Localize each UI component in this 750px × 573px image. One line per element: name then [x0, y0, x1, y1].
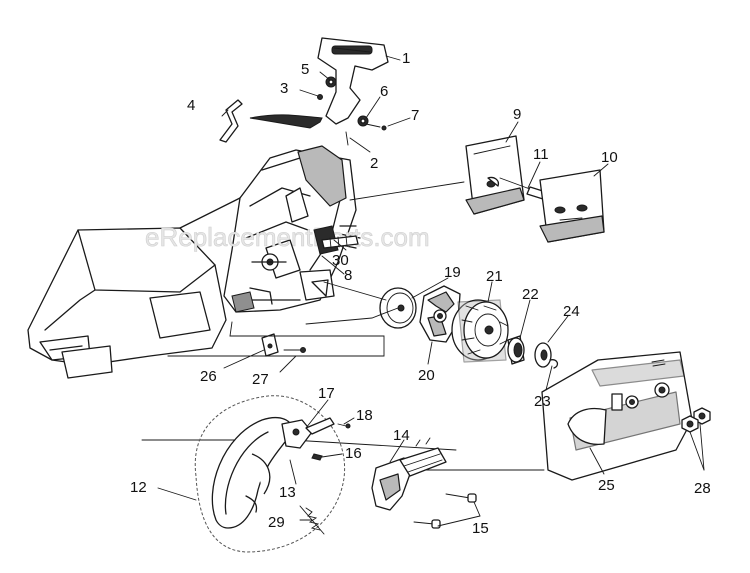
part-4-hook [219, 99, 323, 143]
part-22-bearing [507, 335, 525, 365]
callout-26: 26 [200, 368, 217, 385]
callout-17: 17 [318, 385, 335, 402]
callout-10: 10 [601, 149, 618, 166]
part-20-clutch [419, 285, 461, 343]
callout-3: 3 [280, 80, 288, 97]
callout-12: 12 [130, 479, 147, 496]
callout-20: 20 [418, 367, 435, 384]
part-17-lever [281, 417, 351, 449]
callout-18: 18 [356, 407, 373, 424]
part-8-shaft [251, 225, 359, 263]
part-1-handle-bracket [317, 37, 389, 125]
part-25-cover [541, 351, 693, 481]
chainsaw-housing [27, 145, 361, 379]
callout-19: 19 [444, 264, 461, 281]
callout-5: 5 [301, 61, 309, 78]
callout-28: 28 [694, 480, 711, 497]
callout-27: 27 [252, 371, 269, 388]
callout-23: 23 [534, 393, 551, 410]
leader-lines [157, 55, 705, 527]
callout-8: 8 [344, 267, 352, 284]
callout-16: 16 [345, 445, 362, 462]
part-12-brake-band [194, 395, 346, 553]
callout-7: 7 [411, 107, 419, 124]
part-9-plate [465, 135, 525, 215]
leader-plate-9 [349, 181, 465, 201]
callout-29: 29 [268, 514, 285, 531]
callout-14: 14 [393, 427, 410, 444]
callout-21: 21 [486, 268, 503, 285]
callout-4: 4 [187, 97, 195, 114]
callout-labels: 1 2 3 4 5 6 7 8 9 10 11 12 13 14 15 16 1… [130, 50, 711, 537]
callout-13: 13 [279, 484, 296, 501]
part-14-bracket [371, 437, 447, 511]
part-28-nuts [681, 407, 711, 433]
callout-6: 6 [380, 83, 388, 100]
part-24-washer [534, 342, 552, 368]
watermark-text: eReplacementParts.com [145, 222, 430, 252]
part-26-bracket [261, 333, 306, 357]
callout-30: 30 [332, 252, 349, 269]
callout-22: 22 [522, 286, 539, 303]
callout-15: 15 [472, 520, 489, 537]
part-10-plate [539, 169, 605, 243]
callout-25: 25 [598, 477, 615, 494]
callout-24: 24 [563, 303, 580, 320]
part-15-screws [413, 493, 477, 529]
part-21-drum [451, 299, 509, 363]
callout-11: 11 [533, 146, 549, 163]
part-23-clip [549, 359, 559, 369]
bracket-fasteners [317, 76, 387, 146]
callout-9: 9 [513, 106, 521, 123]
callout-2: 2 [370, 155, 378, 172]
callout-1: 1 [402, 50, 410, 67]
part-16-pin [311, 453, 323, 461]
